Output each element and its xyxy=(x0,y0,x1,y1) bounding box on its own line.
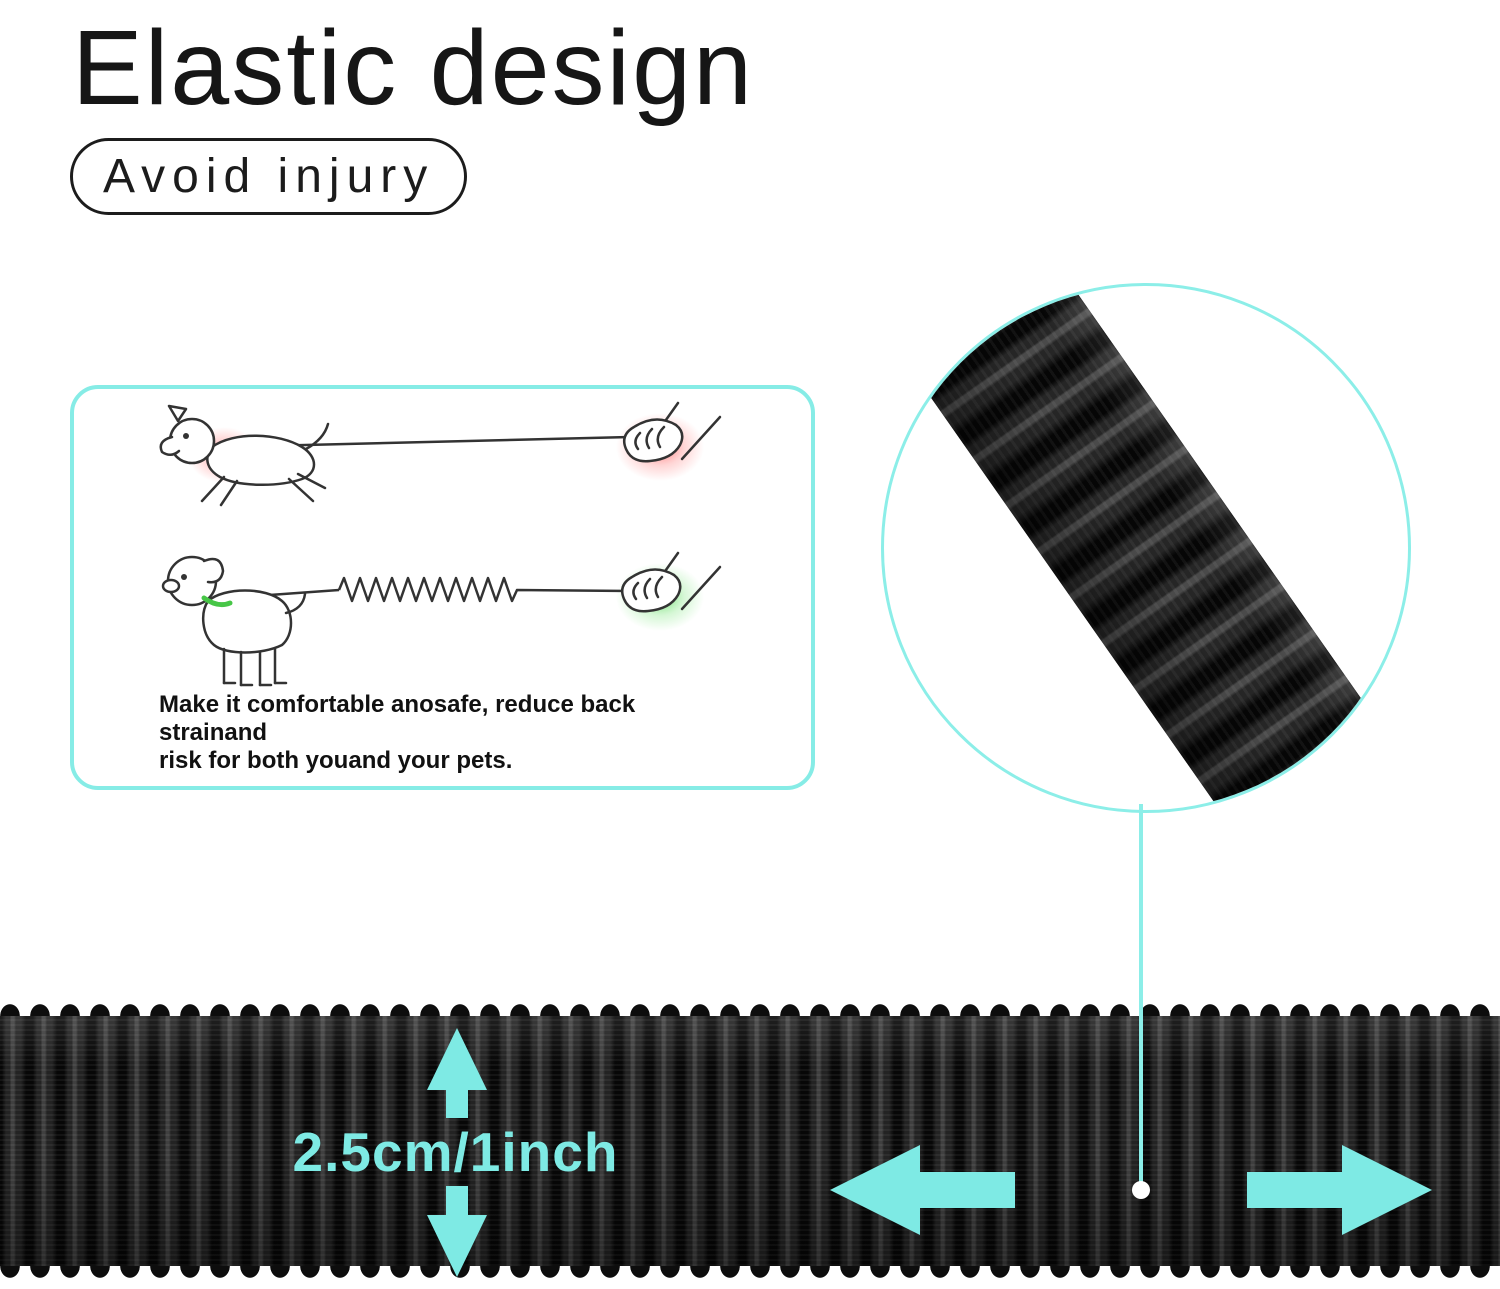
leash-comparison-illustration xyxy=(159,401,722,687)
relaxed-dog-scene xyxy=(161,551,722,687)
caption-line-2: risk for both youand your pets. xyxy=(159,747,513,774)
magnifier-circle xyxy=(881,283,1411,813)
avoid-injury-badge: Avoid injury xyxy=(70,138,468,215)
leash-strap xyxy=(0,1004,1500,1278)
zoomed-strap-texture xyxy=(884,286,1408,810)
measurement-label: 2.5cm/1inch xyxy=(292,1121,619,1183)
card-caption: Make it comfortable anosafe, reduce back… xyxy=(159,691,749,775)
info-card: Make it comfortable anosafe, reduce back… xyxy=(70,385,815,790)
strained-dog-scene xyxy=(159,401,722,507)
caption-line-1: Make it comfortable anosafe, reduce back… xyxy=(159,691,636,746)
page-title: Elastic design xyxy=(72,9,755,127)
